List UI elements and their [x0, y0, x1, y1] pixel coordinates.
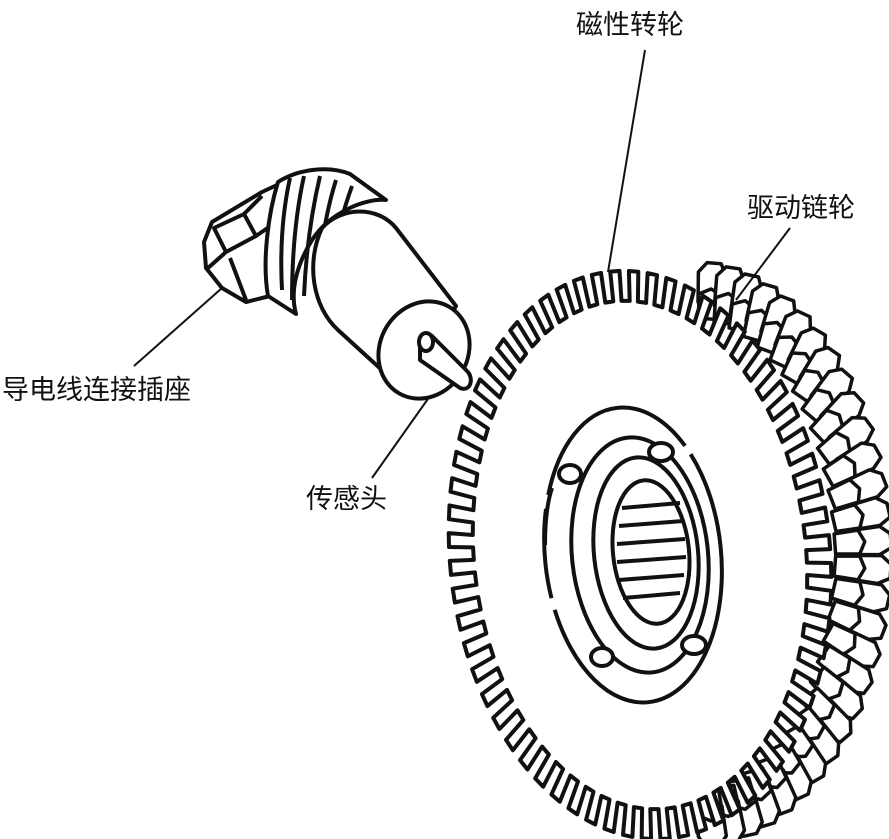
wheel-hub	[542, 405, 724, 705]
leader-lines	[133, 49, 791, 479]
sprocket-tooth-rear	[832, 554, 867, 582]
leader-drive-sprocket	[735, 227, 791, 301]
label-sensor-head: 传感头	[306, 484, 387, 515]
sprocket-tooth-rear	[800, 387, 837, 424]
magnetic-wheel-teeth	[446, 268, 834, 839]
magnetic-wheel	[446, 268, 834, 839]
sprocket-tooth-rear	[821, 621, 857, 657]
sprocket-tooth-rear	[808, 408, 845, 445]
sprocket-tooth-rear	[829, 502, 865, 534]
leader-sensor-head	[371, 395, 431, 479]
label-magnetic-wheel: 磁性转轮	[576, 10, 684, 41]
label-connector-socket: 导电线连接插座	[2, 375, 191, 406]
label-drive-sprocket: 驱动链轮	[747, 193, 855, 224]
sensor	[202, 167, 473, 401]
leader-magnetic-wheel	[607, 49, 646, 273]
sprocket-tooth-rear	[832, 528, 867, 556]
sprocket-tooth-rear	[826, 477, 862, 511]
leader-connector-socket	[133, 287, 223, 367]
thread-collar	[263, 167, 388, 316]
